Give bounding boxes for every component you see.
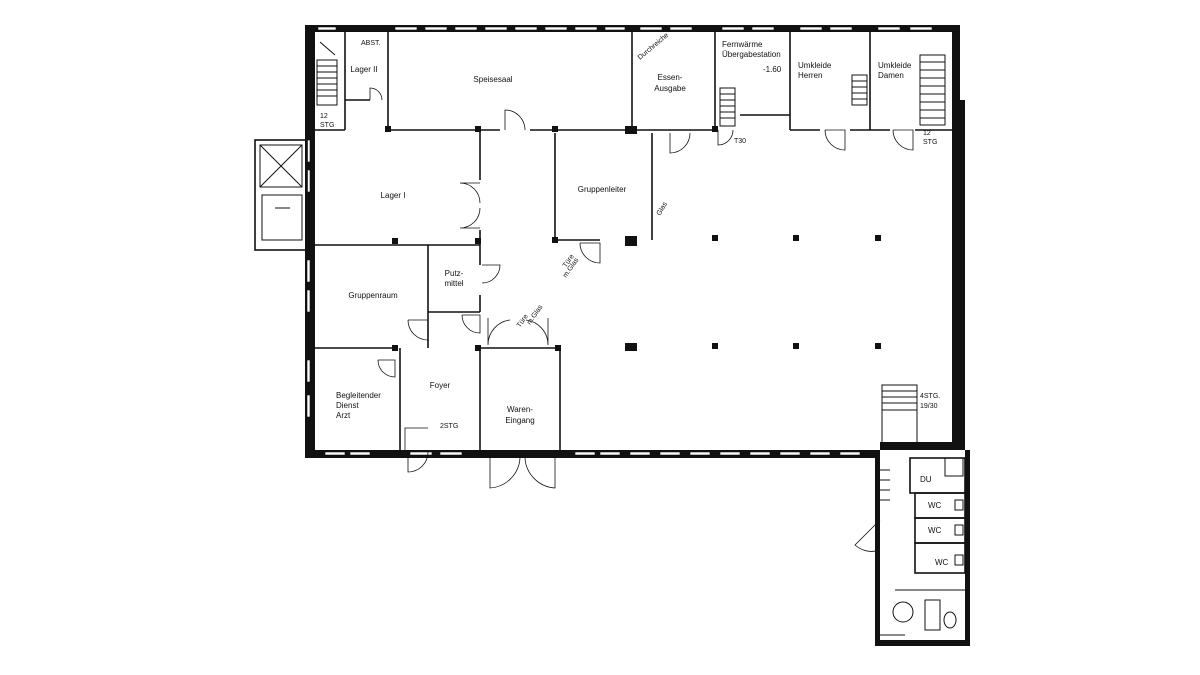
room-label-essen-1: Essen- (658, 73, 683, 82)
internal-walls (315, 32, 952, 450)
left-annex (254, 139, 308, 251)
stair-label-4stg-b: 19/30 (920, 403, 938, 410)
room-label-begl-2: Dienst (336, 401, 359, 410)
bottom-windows (324, 451, 861, 456)
room-label-waren-1: Waren- (507, 405, 533, 414)
top-windows (317, 26, 933, 31)
room-label-damen-1: Umkleide (878, 61, 912, 70)
stair-label-12-right-a: 12 (923, 130, 931, 137)
room-label-fern-2: Übergabestation (722, 50, 781, 59)
room-label-gruppenraum: Gruppenraum (348, 291, 398, 300)
left-windows (306, 139, 311, 418)
room-label-durchreiche: Durchreiche (637, 32, 670, 62)
room-label-fern-1: Fernwärme (722, 40, 763, 49)
labels: Speisesaal Lager II ABST. Durchreiche Es… (320, 32, 949, 567)
columns (385, 126, 881, 351)
room-label-begl-3: Arzt (336, 411, 351, 420)
stair-label-2stg: 2STG (440, 423, 458, 430)
room-label-abst: ABST. (361, 40, 381, 47)
room-label-foyer: Foyer (430, 381, 451, 390)
room-label-herren-1: Umkleide (798, 61, 832, 70)
room-label-putz-1: Putz- (445, 269, 464, 278)
room-label-herren-2: Herren (798, 71, 822, 80)
stairs-damen (919, 54, 946, 126)
room-label-lager2: Lager II (350, 65, 377, 74)
stairs-herren (851, 74, 868, 106)
room-label-essen-2: Ausgabe (654, 84, 686, 93)
room-label-putz-2: mittel (444, 279, 463, 288)
stairs-fernwaerme (719, 87, 736, 127)
room-label-speisesaal: Speisesaal (473, 75, 512, 84)
sanitary-wing (875, 450, 970, 646)
stairs-left (316, 41, 338, 106)
room-label-gruppenleiter: Gruppenleiter (578, 185, 627, 194)
stair-label-12-left-b: STG (320, 122, 334, 129)
room-label-lager1: Lager I (381, 191, 406, 200)
room-label-begl-1: Begleitender (336, 391, 381, 400)
stair-label-12-right-b: STG (923, 139, 937, 146)
door-label-t30: T30 (734, 138, 746, 145)
stair-label-12-left-a: 12 (320, 113, 328, 120)
stairs-right-lower (881, 384, 918, 445)
room-label-glas: Glas (656, 201, 670, 217)
stair-label-4stg-a: 4STG. (920, 393, 940, 400)
room-label-waren-2: Eingang (505, 416, 534, 425)
room-label-damen-2: Damen (878, 71, 904, 80)
doors (369, 87, 914, 552)
level-mark: -1.60 (763, 65, 782, 74)
room-label-du: DU (920, 475, 932, 484)
room-label-wc-2: WC (928, 526, 942, 535)
room-label-wc-3: WC (935, 558, 949, 567)
room-label-wc-1: WC (928, 501, 942, 510)
